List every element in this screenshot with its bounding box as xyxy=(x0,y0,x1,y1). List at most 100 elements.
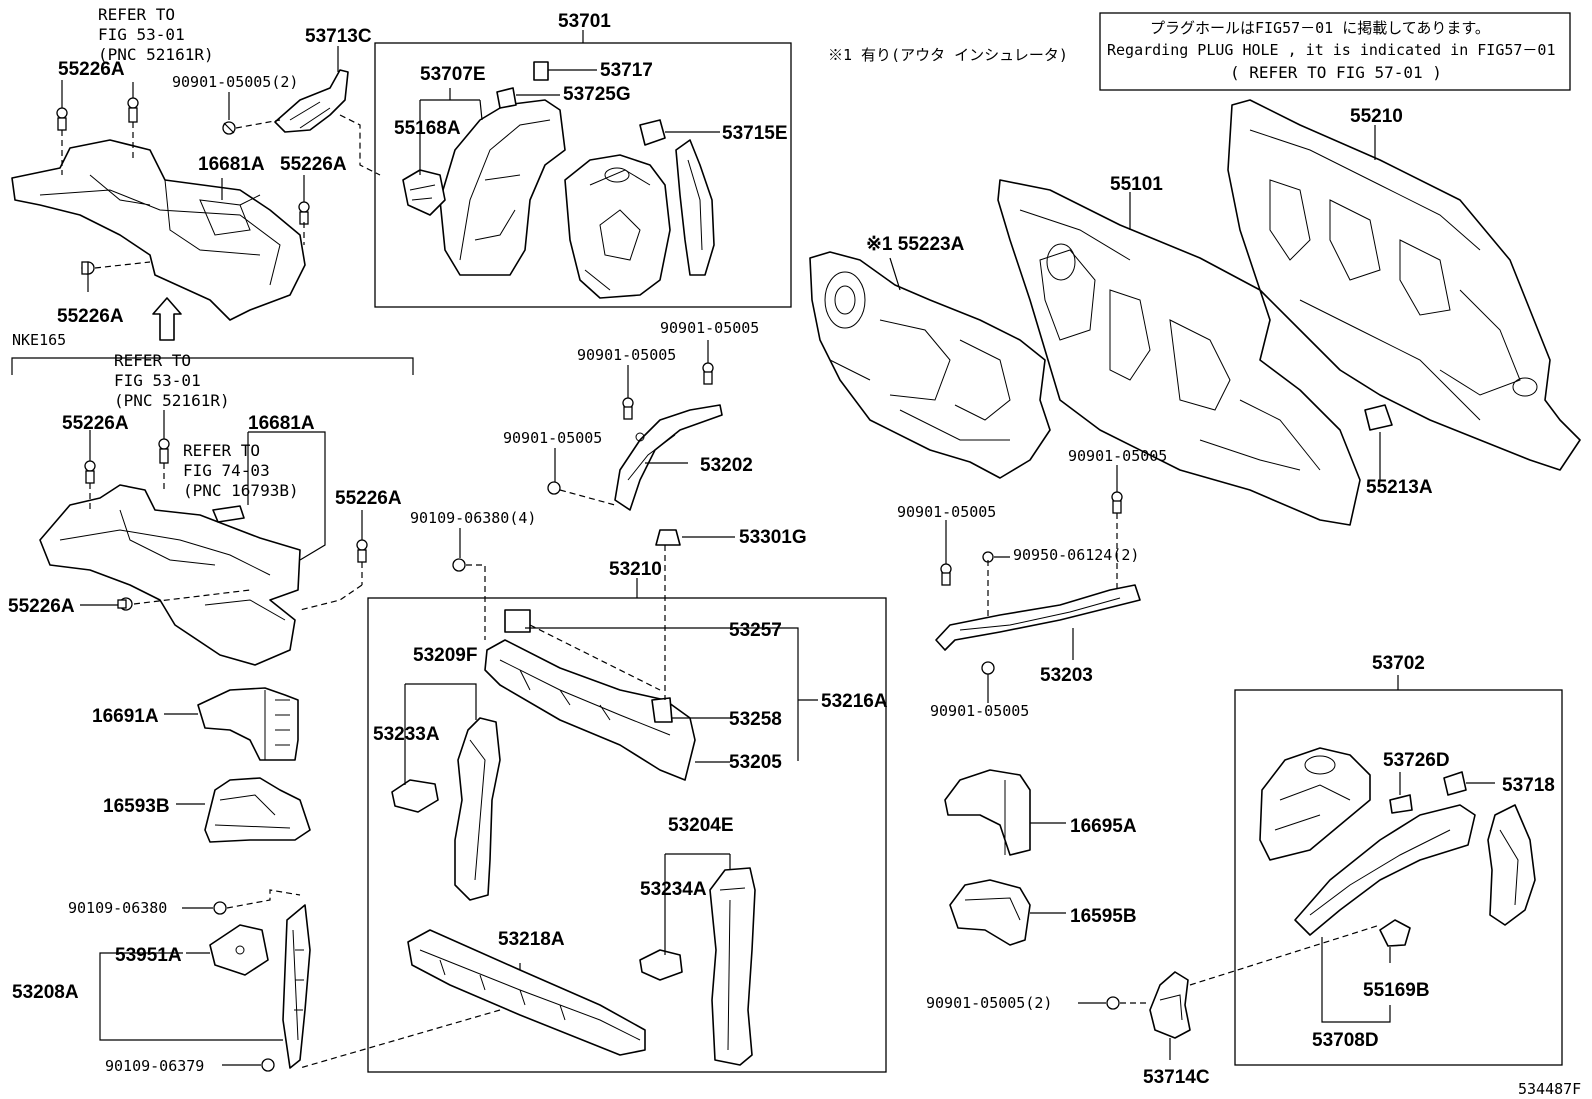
label-53218A: 53218A xyxy=(498,929,565,950)
label-53209F: 53209F xyxy=(413,645,477,666)
bracket-53234A xyxy=(639,949,683,981)
label-53301G: 53301G xyxy=(739,527,807,548)
label-90901-05005: 90901-05005 xyxy=(1068,447,1167,465)
label-53718: 53718 xyxy=(1502,775,1555,796)
clip-53718 xyxy=(1443,771,1467,796)
bolt-90109-06380-icon xyxy=(452,558,466,572)
bracket-53715E xyxy=(675,139,715,276)
label-53234A: 53234A xyxy=(640,879,707,900)
label-53216A: 53216A xyxy=(821,691,888,712)
label-16681A: 16681A xyxy=(198,154,265,175)
clip-55226A-icon xyxy=(56,107,68,131)
label-55226A: 55226A xyxy=(57,306,124,327)
insulator-55210 xyxy=(1227,99,1581,480)
ref-text: (PNC 16793B) xyxy=(183,481,299,500)
label-53726D: 53726D xyxy=(1383,750,1450,771)
label-53702: 53702 xyxy=(1372,653,1425,674)
member-53205 xyxy=(484,639,696,781)
label-90901-05005: 90901-05005 xyxy=(660,319,759,337)
label-55168A: 55168A xyxy=(394,118,461,139)
label-90901-05005: 90901-05005 xyxy=(577,346,676,364)
figure-number: 534487F xyxy=(1518,1080,1581,1098)
panel-53702-right xyxy=(1487,804,1536,926)
lower-duct-group xyxy=(11,357,414,666)
label-53208A: 53208A xyxy=(12,982,79,1003)
insulator-55101 xyxy=(997,179,1361,526)
upper-duct-group xyxy=(11,80,310,341)
clip-55226A-lower-icon xyxy=(84,438,368,611)
label-55226A: 55226A xyxy=(58,59,125,80)
ref-text: FIG 53-01 xyxy=(114,371,201,390)
duct-16593B xyxy=(176,777,311,843)
duct-16681A-lower-part xyxy=(39,484,301,666)
bolt-icon xyxy=(547,362,714,495)
note-jp: ※1 有り(アウタ インシュレータ) xyxy=(828,46,1068,64)
apron-53701-center xyxy=(564,154,671,299)
label-53708D: 53708D xyxy=(1312,1030,1379,1051)
label-55226A: 55226A xyxy=(335,488,402,509)
label-90109-06380-4: 90109-06380(4) xyxy=(410,509,536,527)
label-53707E: 53707E xyxy=(420,64,486,85)
ref-text: REFER TO xyxy=(114,351,191,370)
label-53210: 53210 xyxy=(609,559,662,580)
label-53714C: 53714C xyxy=(1143,1067,1210,1088)
bracket-53203 xyxy=(935,465,1141,703)
label-90901-05005-2: 90901-05005(2) xyxy=(172,73,298,91)
bolt-icon xyxy=(1106,996,1120,1010)
bolt-90109-icon xyxy=(213,901,227,915)
group-box-53702 xyxy=(1234,675,1563,1066)
plug-note-line3: ( REFER TO FIG 57-01 ) xyxy=(1230,63,1442,82)
bracket-53233A xyxy=(391,779,439,813)
ref-text: FIG 53-01 xyxy=(98,25,185,44)
label-90901-05005: 90901-05005 xyxy=(503,429,602,447)
label-90901-05005-2: 90901-05005(2) xyxy=(926,994,1052,1012)
bracket-55168A xyxy=(402,169,446,216)
label-90109-06379: 90109-06379 xyxy=(105,1057,204,1075)
plug-note-line1: プラグホールはFIG57－01 に掲載してあります。 xyxy=(1150,19,1490,37)
clip-55226A-right-icon xyxy=(298,201,310,225)
plug-note-line2: Regarding PLUG HOLE , it is indicated in… xyxy=(1107,41,1555,59)
ref-text: (PNC 52161R) xyxy=(114,391,230,410)
label-90901-05005: 90901-05005 xyxy=(930,702,1029,720)
label-55226A: 55226A xyxy=(62,413,129,434)
label-90950-06124: 90950-06124(2) xyxy=(1013,546,1139,564)
label-53951A: 53951A xyxy=(115,945,182,966)
bolt-icon xyxy=(222,121,236,135)
label-16595B: 16595B xyxy=(1070,906,1137,927)
support-53209F xyxy=(454,717,501,901)
label-90901-05005: 90901-05005 xyxy=(897,503,996,521)
label-53717: 53717 xyxy=(600,60,653,81)
label-55226A: 55226A xyxy=(280,154,347,175)
panel-53708D xyxy=(1294,804,1476,936)
panel-53707E xyxy=(439,99,566,276)
label-55226A: 55226A xyxy=(8,596,75,617)
label-53202: 53202 xyxy=(700,455,753,476)
bracket-53713C xyxy=(222,46,381,176)
label-53701: 53701 xyxy=(558,11,611,32)
cushion-53301G xyxy=(655,529,681,546)
label-16681A: 16681A xyxy=(248,413,315,434)
support-53204E xyxy=(709,867,756,1066)
clip-55226A-bottom-icon xyxy=(81,261,95,275)
bolt-90109-06379-icon xyxy=(261,1058,275,1072)
bracket-53714C xyxy=(1078,924,1381,1060)
label-53715E: 53715E xyxy=(722,123,788,144)
label-90109-06380: 90109-06380 xyxy=(68,899,167,917)
label-55213A: 55213A xyxy=(1366,477,1433,498)
label-53205: 53205 xyxy=(729,752,782,773)
bracket-55169B xyxy=(1379,919,1411,947)
apron-53702-upper xyxy=(1259,747,1371,861)
duct-16681A-upper-part xyxy=(11,139,306,321)
ref-text: REFER TO xyxy=(183,441,260,460)
label-53233A: 53233A xyxy=(373,724,440,745)
label-53725G: 53725G xyxy=(563,84,631,105)
support-53208A xyxy=(99,889,311,1072)
label-16695A: 16695A xyxy=(1070,816,1137,837)
bracket-53726D xyxy=(1389,794,1413,814)
arrow-up-icon xyxy=(152,297,182,341)
duct-16695A xyxy=(944,769,1066,856)
clip-52161R-icon xyxy=(127,97,139,123)
plug-hole-note-box xyxy=(1099,12,1571,91)
label-55210: 55210 xyxy=(1350,106,1403,127)
